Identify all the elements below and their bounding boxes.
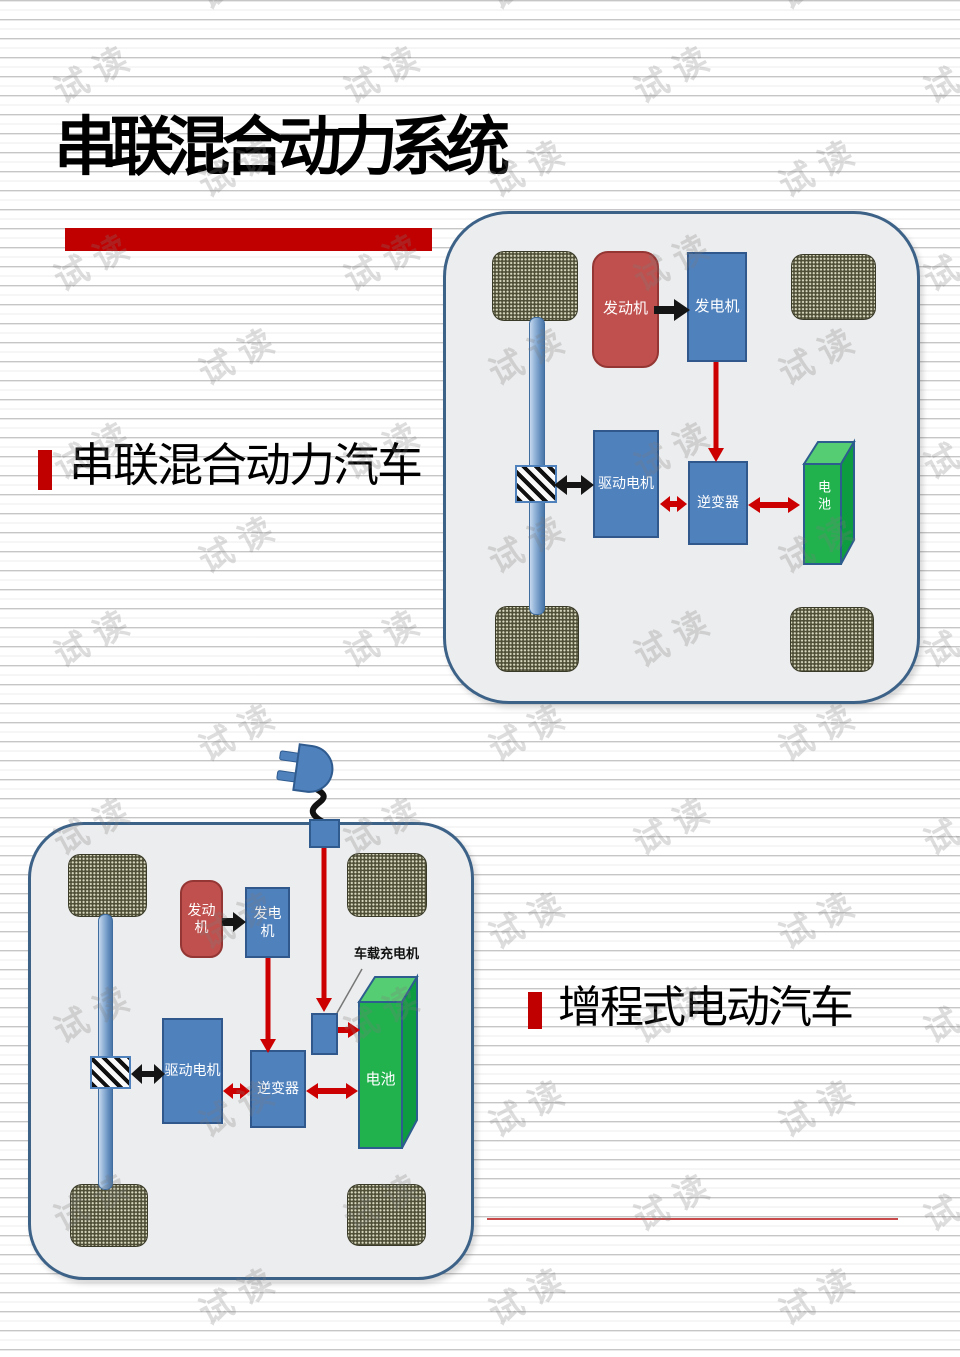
inverter-box: 逆变器 bbox=[250, 1050, 306, 1128]
gearbox-hatch-box bbox=[90, 1056, 131, 1089]
arrow-generator-to-inverter bbox=[260, 958, 276, 1053]
watermark-text: 试读 bbox=[624, 1344, 725, 1357]
watermark-text: 试读 bbox=[917, 600, 960, 676]
bullet-square-icon bbox=[38, 450, 52, 490]
red-divider-line bbox=[487, 1218, 898, 1220]
watermark-text: 试读 bbox=[192, 318, 289, 394]
arrow-generator-to-inverter bbox=[708, 362, 724, 462]
wheel-front-right bbox=[347, 853, 427, 917]
watermark-text: 试读 bbox=[189, 0, 290, 19]
watermark-text: 试读 bbox=[337, 600, 434, 676]
battery-3d-shape bbox=[802, 438, 856, 565]
engine-box: 发动机 bbox=[180, 880, 223, 958]
drive-motor-box: 驱动电机 bbox=[593, 430, 659, 538]
arrow-inverter-battery-double bbox=[306, 1083, 358, 1099]
arrow-axle-motor-double bbox=[131, 1064, 165, 1084]
inverter-label: 逆变器 bbox=[697, 494, 739, 511]
battery-3d-box: 电池 bbox=[800, 438, 858, 570]
engine-box: 发动机 bbox=[592, 251, 659, 368]
erev-diagram: 发动机 发电机 驱动电机 逆变器 车载充电机 电池 bbox=[28, 822, 474, 1280]
power-plug-icon bbox=[276, 743, 334, 825]
drive-axle bbox=[98, 914, 113, 1190]
watermark-text: 试读 bbox=[772, 130, 869, 206]
title-underline-bar bbox=[65, 228, 432, 251]
drive-motor-label: 驱动电机 bbox=[164, 1062, 221, 1079]
wheel-front-left bbox=[68, 854, 147, 917]
wheel-rear-left bbox=[70, 1184, 148, 1247]
generator-label: 发电机 bbox=[694, 297, 740, 315]
watermark-text: 试读 bbox=[482, 1070, 579, 1146]
watermark-text: 试读 bbox=[479, 0, 580, 19]
battery-3d-shape bbox=[357, 973, 419, 1149]
watermark-text: 试读 bbox=[627, 1164, 724, 1240]
series-hybrid-diagram: 发动机 发电机 驱动电机 逆变器 电池 bbox=[443, 211, 920, 704]
watermark-text: 试读 bbox=[192, 506, 289, 582]
battery-label: 电池 bbox=[365, 1071, 396, 1088]
wheel-rear-left bbox=[495, 606, 579, 672]
engine-label: 发动机 bbox=[187, 901, 216, 936]
watermark-text: 试读 bbox=[47, 600, 144, 676]
arrow-inverter-battery-double bbox=[748, 497, 800, 513]
watermark-text: 试读 bbox=[914, 1344, 960, 1357]
wheel-front-right bbox=[791, 254, 876, 320]
watermark-text: 试读 bbox=[917, 976, 960, 1052]
watermark-text: 试读 bbox=[772, 1258, 869, 1334]
engine-label: 发动机 bbox=[602, 300, 648, 318]
arrow-charger-to-battery bbox=[338, 1022, 360, 1038]
watermark-text: 试读 bbox=[917, 412, 960, 488]
wheel-rear-right bbox=[347, 1184, 426, 1246]
wheel-front-left bbox=[492, 251, 578, 321]
watermark-text: 试读 bbox=[772, 882, 869, 958]
watermark-text: 试读 bbox=[917, 1164, 960, 1240]
bullet-square-icon bbox=[528, 992, 542, 1029]
watermark-text: 试读 bbox=[627, 788, 724, 864]
bullet-text: 串联混合动力汽车 bbox=[69, 440, 423, 491]
watermark-text: 试读 bbox=[44, 1344, 145, 1357]
generator-box: 发电机 bbox=[245, 887, 290, 958]
inverter-label: 逆变器 bbox=[257, 1080, 299, 1097]
watermark-text: 试读 bbox=[337, 36, 434, 112]
battery-3d-box: 电池 bbox=[355, 972, 419, 1152]
bullet-item-series-hybrid: 串联混合动力汽车 bbox=[38, 440, 423, 492]
watermark-text: 试读 bbox=[917, 788, 960, 864]
watermark-text: 试读 bbox=[917, 36, 960, 112]
bullet-item-erev: 增程式电动汽车 bbox=[528, 983, 854, 1032]
watermark-text: 试读 bbox=[917, 224, 960, 300]
generator-box: 发电机 bbox=[687, 252, 747, 362]
inverter-box: 逆变器 bbox=[688, 461, 748, 545]
arrow-chargeport-to-charger bbox=[316, 846, 332, 1012]
page-title: 串联混合动力系统 bbox=[54, 112, 510, 183]
watermark-text: 试读 bbox=[769, 0, 870, 19]
charge-port-box bbox=[309, 819, 340, 848]
drive-motor-label: 驱动电机 bbox=[598, 475, 654, 492]
watermark-text: 试读 bbox=[627, 36, 724, 112]
drive-motor-box: 驱动电机 bbox=[162, 1018, 223, 1124]
onboard-charger-label: 车载充电机 bbox=[354, 946, 420, 961]
wheel-rear-right bbox=[790, 607, 874, 672]
watermark-text: 试读 bbox=[482, 882, 579, 958]
watermark-text: 试读 bbox=[47, 36, 144, 112]
bullet-text: 增程式电动汽车 bbox=[558, 983, 854, 1032]
watermark-text: 试读 bbox=[482, 1258, 579, 1334]
onboard-charger-box bbox=[311, 1013, 338, 1055]
generator-label: 发电机 bbox=[253, 905, 282, 939]
arrow-axle-motor-double bbox=[554, 475, 594, 495]
battery-label: 电池 bbox=[816, 480, 831, 514]
watermark-text: 试读 bbox=[334, 1344, 435, 1357]
arrow-motor-inverter-double bbox=[223, 1083, 250, 1099]
arrow-motor-inverter-double bbox=[660, 496, 687, 512]
gearbox-hatch-box bbox=[515, 465, 557, 503]
charger-callout-line bbox=[336, 968, 363, 1014]
watermark-text: 试读 bbox=[772, 1070, 869, 1146]
arrow-engine-to-generator bbox=[222, 912, 246, 932]
arrow-engine-to-generator bbox=[654, 299, 690, 321]
